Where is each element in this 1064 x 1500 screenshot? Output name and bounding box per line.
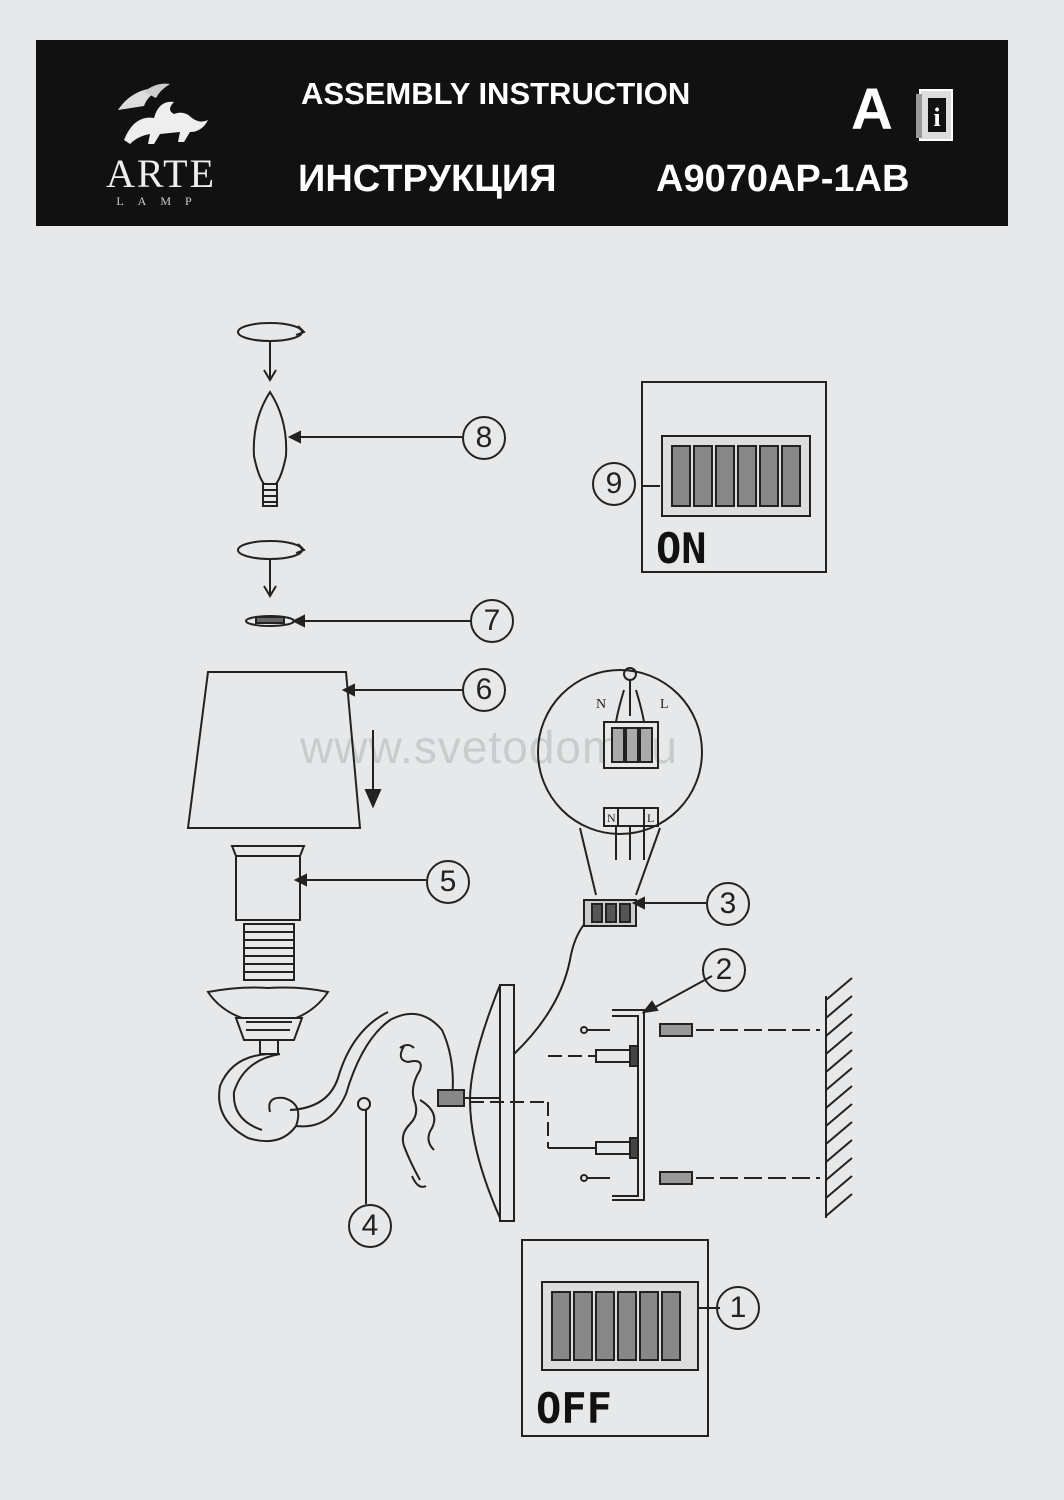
callout-1: 1 bbox=[716, 1286, 760, 1330]
lampholder-thread bbox=[243, 923, 295, 981]
category-letter: A bbox=[851, 77, 893, 142]
griffin-logo-icon bbox=[118, 83, 208, 144]
off-label: OFF bbox=[536, 1384, 612, 1433]
brand-subtitle: LAMP bbox=[116, 194, 206, 208]
screws bbox=[470, 1026, 639, 1182]
on-panel bbox=[641, 381, 827, 573]
power-wire bbox=[513, 921, 587, 1055]
wiring-n-label: N bbox=[596, 697, 606, 712]
model-number: A9070AP-1AB bbox=[656, 158, 910, 200]
callout-6: 6 bbox=[462, 668, 506, 712]
callout-5: 5 bbox=[426, 860, 470, 904]
callout-8: 8 bbox=[462, 416, 506, 460]
title-russian: ИНСТРУКЦИЯ bbox=[298, 158, 557, 200]
brand-name: ARTE bbox=[105, 151, 217, 196]
terminal-l-label: L bbox=[647, 811, 654, 825]
mounting-bracket bbox=[612, 1009, 645, 1201]
bobeche-cup bbox=[206, 986, 330, 1055]
on-label: ON bbox=[656, 524, 707, 573]
title-english: ASSEMBLY INSTRUCTION bbox=[301, 76, 691, 111]
leader-line-2 bbox=[649, 975, 713, 1011]
callout-7: 7 bbox=[470, 599, 514, 643]
header-banner: ARTE LAMP ASSEMBLY INSTRUCTION ИНСТРУКЦИ… bbox=[36, 40, 1008, 226]
callout-4: 4 bbox=[348, 1204, 392, 1248]
book-icon-letter: i bbox=[933, 103, 940, 132]
fixing-ring bbox=[245, 615, 295, 627]
rotate-arrow-icon bbox=[237, 540, 306, 598]
candle-bulb bbox=[252, 390, 288, 507]
wall-plugs bbox=[659, 1023, 693, 1185]
callout-3: 3 bbox=[706, 882, 750, 926]
candle-sleeve bbox=[230, 845, 306, 921]
callout-2: 2 bbox=[702, 948, 746, 992]
terminal-n-label: N bbox=[607, 811, 616, 825]
wiring-l-label: L bbox=[660, 697, 669, 712]
decorative-arm bbox=[218, 1011, 500, 1188]
callout-9: 9 bbox=[592, 462, 636, 506]
brand-logo-block: ARTE LAMP bbox=[86, 80, 236, 220]
rotate-arrow-icon bbox=[237, 322, 306, 382]
book-info-icon: i bbox=[916, 89, 953, 141]
terminal-block bbox=[583, 899, 637, 927]
down-arrow-icon bbox=[364, 730, 382, 809]
lamp-shade bbox=[186, 671, 362, 829]
off-panel bbox=[521, 1239, 720, 1437]
wall-hatch bbox=[825, 977, 853, 1218]
wiring-detail-circle bbox=[537, 667, 703, 896]
